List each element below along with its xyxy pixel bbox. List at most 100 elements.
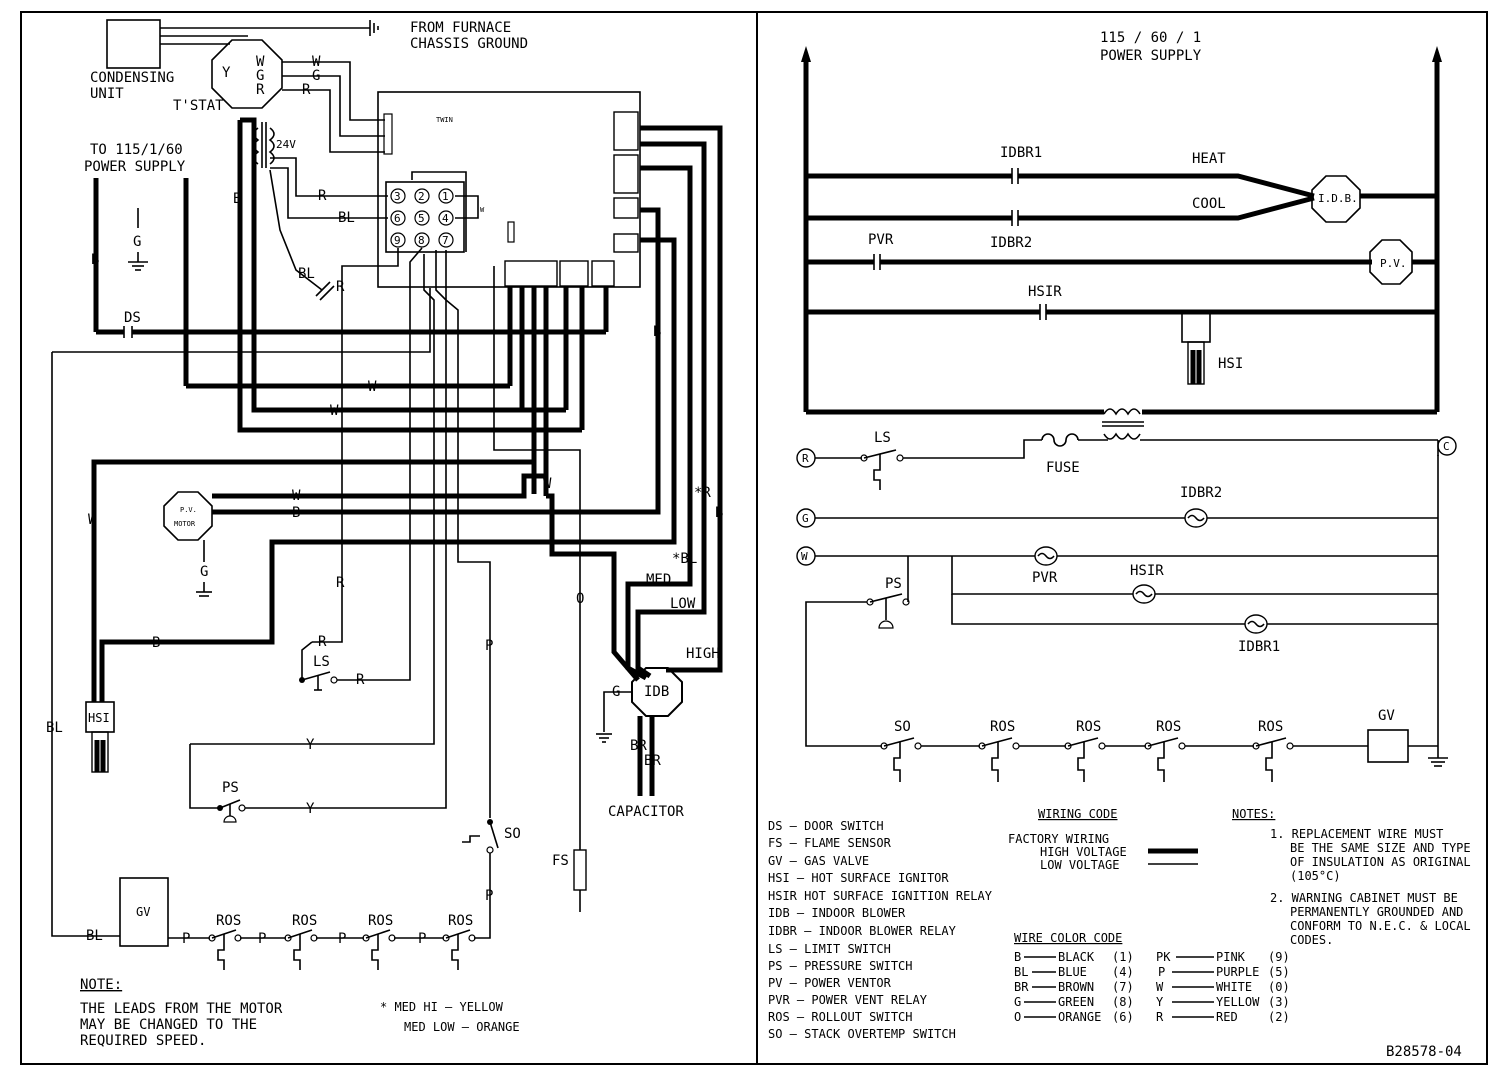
legend-hsir: HSIR HOT SURFACE IGNITION RELAY xyxy=(768,889,993,903)
hsi-right-label: HSI xyxy=(1218,356,1243,372)
pvr-coil-label: PVR xyxy=(1032,570,1058,586)
wiring-code-title: WIRING CODE xyxy=(1038,807,1117,821)
wire-label-w-hsi: W xyxy=(88,512,97,528)
speed-note-line2: MED LOW – ORANGE xyxy=(404,1020,520,1034)
plug-pin-grid: 3 2 1 6 5 4 9 8 7 xyxy=(390,188,454,248)
gas-valve-right-label: GV xyxy=(1378,708,1395,724)
pv-motor-right-label: P.V. xyxy=(1380,257,1407,270)
so-label-left: SO xyxy=(504,826,521,842)
limit-switch-right-label: LS xyxy=(874,430,891,446)
diagram-border xyxy=(20,11,1488,1065)
condensing-unit-label-line1: CONDENSING xyxy=(90,70,174,86)
cool-label: COOL xyxy=(1192,196,1226,212)
note-1-line2: BE THE SAME SIZE AND TYPE xyxy=(1290,841,1471,855)
note-2-line3: CONFORM TO N.E.C. & LOCAL xyxy=(1290,919,1471,933)
legend-idb: IDB – INDOOR BLOWER xyxy=(768,906,906,920)
wire-label-bl-ground: BL xyxy=(298,266,315,282)
ros-left-1-label: ROS xyxy=(216,913,241,929)
note-line2: MAY BE CHANGED TO THE xyxy=(80,1017,257,1033)
wire-color-table-right: PK PINK (9) P PURPLE (5) W WHITE (0) Y Y… xyxy=(1156,950,1290,1024)
wire-color-code-bl: BL xyxy=(1014,965,1028,979)
wire-label-w-line2: W xyxy=(330,403,339,419)
plug-pin-4: 4 xyxy=(442,212,449,225)
tstat-terminal-w: W xyxy=(256,54,265,70)
idbr2-coil-label: IDBR2 xyxy=(1180,485,1222,501)
plug-pin-1: 1 xyxy=(442,190,449,203)
wire-label-r-vertical1: R xyxy=(336,279,345,295)
legend-hsi: HSI – HOT SURFACE IGNITOR xyxy=(768,871,949,885)
pv-motor-symbol xyxy=(163,491,213,541)
legend-ps: PS – PRESSURE SWITCH xyxy=(768,959,913,973)
wire-label-star-bl: *BL xyxy=(672,551,697,567)
capacitor-label: CAPACITOR xyxy=(608,804,684,820)
wire-label-bl-transformer: BL xyxy=(338,210,355,226)
wire-label-high: HIGH xyxy=(686,646,720,662)
tstat-terminal-y: Y xyxy=(222,65,231,81)
wire-label-w-jumper: W xyxy=(480,206,485,214)
legend-idbr: IDBR – INDOOR BLOWER RELAY xyxy=(768,924,957,938)
ros-left-3-label: ROS xyxy=(368,913,393,929)
rollout-switch-right-2 xyxy=(1064,737,1106,782)
wire-label-g-tstat: G xyxy=(312,68,320,84)
wire-color-code-title: WIRE COLOR CODE xyxy=(1014,931,1122,945)
chassis-ground-symbol xyxy=(160,20,379,36)
wire-label-p-2: P xyxy=(485,888,493,904)
wire-label-bl-gv: BL xyxy=(86,928,103,944)
wire-color-table-left: B BLACK (1) BL BLUE (4) BR BROWN (7) G G… xyxy=(1014,950,1134,1024)
plug-pin-9: 9 xyxy=(394,234,401,247)
indoor-blower-symbol xyxy=(631,667,683,717)
wire-label-r-tstat: R xyxy=(302,82,311,98)
legend-pvr: PVR – POWER VENT RELAY xyxy=(768,993,928,1007)
plug-pin-3: 3 xyxy=(394,190,401,203)
wire-color-code-g: G xyxy=(1014,995,1021,1009)
wire-color-num-bl: (4) xyxy=(1112,965,1134,979)
condensing-unit-label-line2: UNIT xyxy=(90,86,124,102)
pvr-contact-label: PVR xyxy=(868,232,894,248)
wire-label-b-transformer: B xyxy=(233,191,241,207)
speed-note-line1: * MED HI – YELLOW xyxy=(380,1000,504,1014)
ros-right-1-label: ROS xyxy=(990,719,1015,735)
twin-label: TWIN xyxy=(436,116,453,124)
note-2-line4: CODES. xyxy=(1290,933,1333,947)
nine-pin-plug xyxy=(385,181,465,253)
right-power-supply-line1: 115 / 60 / 1 xyxy=(1100,30,1201,46)
flame-sensor-symbol xyxy=(573,849,587,891)
terminal-w: W xyxy=(801,550,808,563)
wire-label-g-idb: G xyxy=(612,684,620,700)
condensing-unit-box xyxy=(106,19,161,69)
wire-color-num-br: (7) xyxy=(1112,980,1134,994)
ros-right-3-label: ROS xyxy=(1156,719,1181,735)
legend-fs: FS – FLAME SENSOR xyxy=(768,836,892,850)
transformer-label: 24V xyxy=(276,138,296,151)
idb-motor-label: I.D.B. xyxy=(1318,192,1358,205)
note-1-line3: OF INSULATION AS ORIGINAL xyxy=(1290,855,1471,869)
wire-label-b-supply: B xyxy=(91,252,99,268)
fuse-label: FUSE xyxy=(1046,460,1080,476)
pressure-switch-left xyxy=(217,799,246,823)
legend-ros: ROS – ROLLOUT SWITCH xyxy=(768,1010,913,1024)
tstat-terminal-g: G xyxy=(256,68,264,84)
rollout-switch-left-2 xyxy=(284,929,318,970)
wiring-code-high: HIGH VOLTAGE xyxy=(1040,845,1127,859)
wire-color-code-b: B xyxy=(1014,950,1021,964)
wire-label-p-3: P xyxy=(182,931,190,947)
idb-motor-symbol xyxy=(1311,175,1361,223)
pv-motor-right-symbol xyxy=(1369,239,1413,285)
wire-label-r-ls-top: R xyxy=(318,634,327,650)
wire-color-num-pk: (9) xyxy=(1268,950,1290,964)
idbr1-coil-label: IDBR1 xyxy=(1238,639,1280,655)
idbr1-contact-label: IDBR1 xyxy=(1000,145,1042,161)
note-2-line2: PERMANENTLY GROUNDED AND xyxy=(1290,905,1463,919)
limit-switch-right xyxy=(860,449,904,490)
wire-color-name-r: RED xyxy=(1216,1010,1238,1024)
abbreviation-legend: DS – DOOR SWITCH FS – FLAME SENSOR GV – … xyxy=(768,819,993,1041)
wire-color-num-b: (1) xyxy=(1112,950,1134,964)
legend-pv: PV – POWER VENTOR xyxy=(768,976,892,990)
wire-color-code-w: W xyxy=(1156,980,1164,994)
wire-label-p-6: P xyxy=(418,931,426,947)
wiring-code-factory: FACTORY WIRING xyxy=(1008,832,1109,846)
drawing-number: B28578-04 xyxy=(1386,1044,1462,1060)
so-right-label: SO xyxy=(894,719,911,735)
legend-so: SO – STACK OVERTEMP SWITCH xyxy=(768,1027,956,1041)
